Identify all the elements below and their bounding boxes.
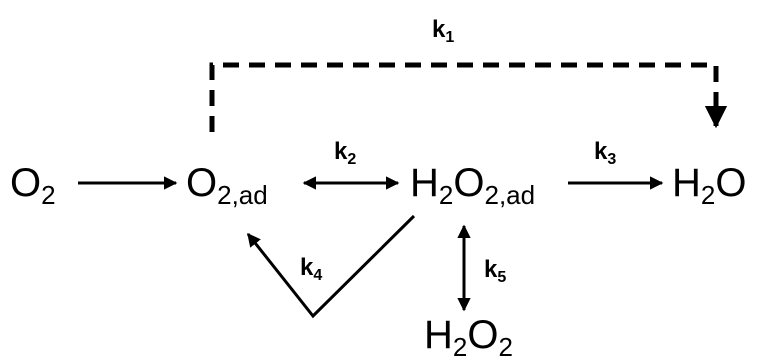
rate-label-k3: k3	[594, 138, 617, 168]
rate-label-k2: k2	[334, 138, 357, 168]
species-o2: O2	[10, 161, 56, 210]
rate-label-k5: k5	[484, 256, 507, 286]
species-h2o2: H2O2	[424, 313, 513, 362]
arrow-k1-dashed	[209, 62, 728, 132]
species-h2o2-adsorbed: H2O2,ad	[410, 161, 536, 210]
rate-label-k1: k1	[432, 16, 455, 46]
species-h2o: H2O	[672, 161, 747, 210]
rate-label-k4: k4	[300, 254, 323, 284]
species-o2-adsorbed: O2,ad	[186, 161, 268, 210]
arrow-k4	[246, 214, 416, 319]
